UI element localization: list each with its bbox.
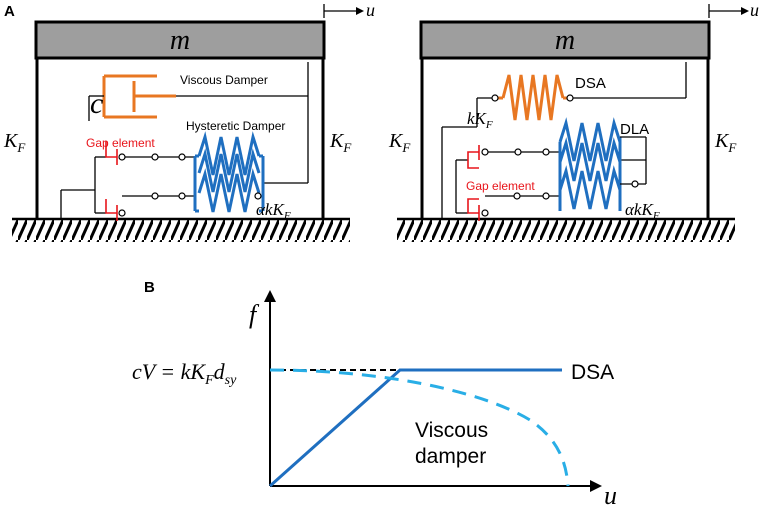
damping-coefficient-label: c <box>90 87 103 120</box>
left-kf-left: KF <box>3 130 26 155</box>
dla-label: DLA <box>620 121 649 138</box>
right-kf-right: KF <box>714 130 737 155</box>
viscous-damper <box>88 74 176 121</box>
viscous-label-line1: Viscous <box>415 419 488 442</box>
right-kf-left: KF <box>388 130 411 155</box>
force-displacement-graph: f u cV = kKFdsy DSA Viscous damper <box>132 290 617 510</box>
right-mass-label: m <box>555 25 575 56</box>
hysteretic-damper-label: Hysteretic Damper <box>186 119 285 133</box>
left-displacement-arrow: u <box>323 0 375 20</box>
left-gap-label: Gap element <box>86 136 155 150</box>
right-gap-label: Gap element <box>466 179 535 193</box>
right-system: u m KF KF DSA kKF <box>388 0 759 242</box>
right-disp-label: u <box>750 0 759 20</box>
right-ground-hatch <box>397 220 735 242</box>
hysteretic-damper <box>193 131 265 213</box>
y-axis-label: f <box>249 300 260 329</box>
left-gap-elements <box>105 141 118 221</box>
dsa-curve <box>269 368 562 488</box>
left-alpha-stiffness: αkKF <box>256 200 291 222</box>
left-mass-label: m <box>170 25 190 56</box>
dla-damper <box>558 117 646 211</box>
right-displacement-arrow: u <box>708 0 759 20</box>
force-equation: cV = kKFdsy <box>132 359 237 388</box>
dsa-spring <box>476 74 574 127</box>
left-system: u m KF KF Viscous Damper c <box>3 0 375 242</box>
dsa-curve-label: DSA <box>571 361 614 384</box>
right-gap-elements <box>467 145 480 221</box>
panel-label-a: A <box>4 3 15 20</box>
viscous-damper-curve <box>269 368 570 487</box>
left-kf-right: KF <box>329 130 352 155</box>
panel-label-b: B <box>144 279 155 296</box>
left-ground-hatch <box>12 220 350 242</box>
viscous-damper-label: Viscous Damper <box>180 73 268 87</box>
x-axis-label: u <box>604 481 617 510</box>
dsa-label: DSA <box>575 75 606 92</box>
right-alpha-stiffness: αkKF <box>625 200 660 222</box>
left-mass-block <box>34 20 326 60</box>
right-mass-block <box>419 20 711 60</box>
viscous-label-line2: damper <box>415 445 486 468</box>
left-disp-label: u <box>366 0 375 20</box>
dsa-stiffness: kKF <box>467 109 493 131</box>
